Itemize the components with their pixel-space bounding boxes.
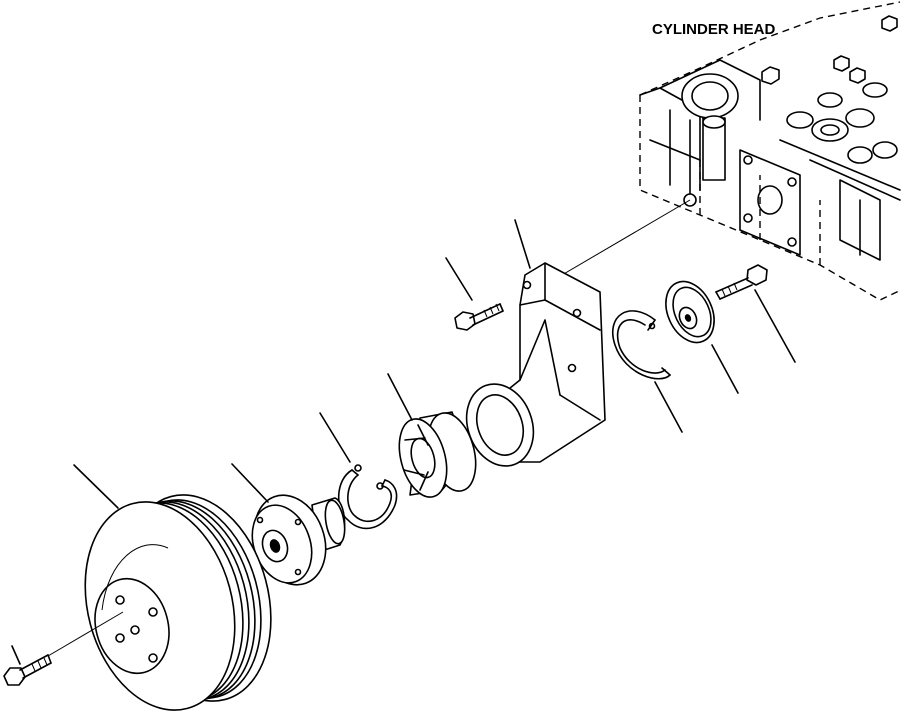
leader-idler-pulley: [711, 344, 739, 394]
fan-bracket: [465, 262, 606, 467]
leader-idler-bolt: [754, 289, 796, 363]
leader-bracket-bolt: [445, 257, 473, 301]
pulley-bolt: [3, 654, 52, 686]
snap-ring-middle: [337, 464, 398, 530]
leader-bearing: [387, 373, 413, 421]
bearing: [398, 411, 477, 498]
fan-pulley: [84, 494, 272, 711]
leader-snap-ring-middle: [319, 412, 351, 463]
snap-ring-right: [612, 310, 671, 380]
cylinder-head: [639, 1, 901, 301]
leader-fan-pulley: [73, 464, 119, 509]
leader-snap-ring-right: [654, 381, 683, 433]
center-line: [549, 199, 691, 283]
leader-bracket: [514, 219, 531, 269]
pulley-bolt-center-line: [47, 611, 124, 657]
cylinder-head-label: CYLINDER HEAD: [652, 21, 776, 38]
idler-bolt: [715, 264, 768, 300]
bracket-bolt: [454, 303, 504, 331]
leader-fan-hub: [231, 463, 269, 503]
fan-hub: [251, 494, 346, 586]
idler-pulley: [665, 280, 715, 344]
leader-pulley-bolt: [11, 645, 21, 665]
